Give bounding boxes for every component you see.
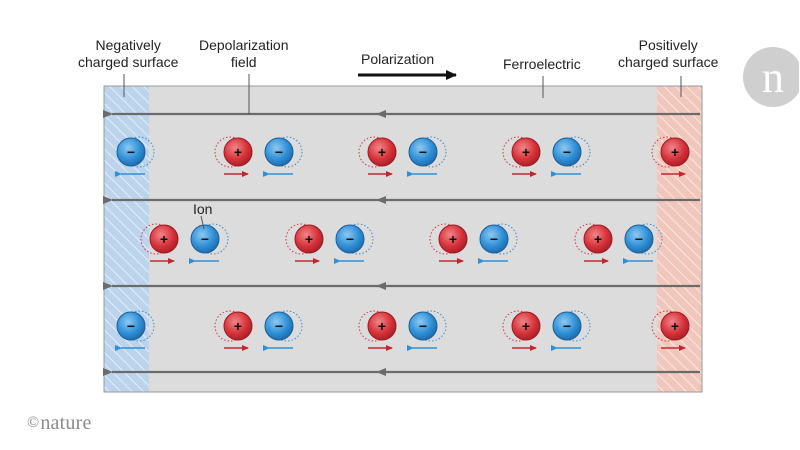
negative-ion-sphere: [552, 137, 582, 167]
negative-ion-sphere: [264, 137, 294, 167]
minus-sign: −: [419, 144, 427, 160]
negative-ion: −: [263, 136, 303, 177]
negative-ion-sphere: [408, 137, 438, 167]
positive-ion-sphere: [367, 311, 397, 341]
plus-sign: +: [234, 144, 242, 160]
plus-sign: +: [522, 144, 530, 160]
plus-sign: +: [234, 318, 242, 334]
positive-ion-sphere: [223, 311, 253, 341]
nature-n-logo-icon: n: [743, 47, 799, 107]
negative-ion: −: [623, 223, 663, 264]
positive-ion: +: [429, 223, 468, 264]
positive-ion: +: [358, 310, 397, 351]
minus-sign: −: [563, 144, 571, 160]
negative-ion: −: [407, 136, 447, 177]
positive-surface-layer: [657, 86, 702, 392]
plus-sign: +: [671, 144, 679, 160]
positive-ion-sphere: [438, 224, 468, 254]
negative-ion-sphere: [116, 311, 146, 341]
plus-sign: +: [378, 144, 386, 160]
plus-sign: +: [160, 231, 168, 247]
negative-ion-sphere: [116, 137, 146, 167]
minus-sign: −: [346, 231, 354, 247]
field-line-mid-arrowhead-icon: [376, 196, 386, 204]
plus-sign: +: [449, 231, 457, 247]
positive-ion-sphere: [660, 137, 690, 167]
positive-ion: +: [651, 136, 690, 177]
ion-leader: [200, 215, 205, 230]
positive-ion-sphere: [660, 311, 690, 341]
minus-sign: −: [275, 144, 283, 160]
positive-ion: +: [358, 136, 397, 177]
positive-ion-sphere: [294, 224, 324, 254]
negative-ion-sphere: [335, 224, 365, 254]
positive-ion-sphere: [149, 224, 179, 254]
negative-ion: −: [478, 223, 518, 264]
negative-ion: −: [189, 223, 229, 264]
minus-sign: −: [127, 318, 135, 334]
positive-ion: +: [214, 310, 253, 351]
negative-ion: −: [407, 310, 447, 351]
ferroelectric-label: Ferroelectric: [503, 56, 581, 72]
field-line-mid-arrowhead-icon: [376, 282, 386, 290]
minus-sign: −: [563, 318, 571, 334]
negative-ion: −: [551, 310, 591, 351]
plus-sign: +: [305, 231, 313, 247]
polarization-label: Polarization: [361, 51, 435, 67]
plus-sign: +: [522, 318, 530, 334]
nature-wordmark: nature: [40, 412, 92, 434]
field-line-mid-arrowhead-icon: [376, 368, 386, 376]
positive-ion-sphere: [367, 137, 397, 167]
minus-sign: −: [127, 144, 135, 160]
positive-ion: +: [285, 223, 324, 264]
negative-ion-sphere: [190, 224, 220, 254]
plus-sign: +: [378, 318, 386, 334]
ion-label: Ion: [193, 201, 213, 217]
plus-sign: +: [594, 231, 602, 247]
positive-ion: +: [502, 136, 541, 177]
copyright-symbol: ©: [27, 414, 40, 431]
positive-ion: +: [140, 223, 179, 264]
positive-ion-sphere: [583, 224, 613, 254]
negative-ion-sphere: [408, 311, 438, 341]
positive-ion: +: [214, 136, 253, 177]
negative-ion-sphere: [624, 224, 654, 254]
negative-ion: −: [551, 136, 591, 177]
negative-ion-sphere: [479, 224, 509, 254]
ion-array: − + − + − + − + − + − + − + − + + − + − + − + −: [115, 136, 690, 351]
depolarization-field-lines: [103, 110, 700, 376]
positive-ion-sphere: [223, 137, 253, 167]
positive-ion: +: [651, 310, 690, 351]
positive-ion-sphere: [511, 311, 541, 341]
positive-ion-sphere: [511, 137, 541, 167]
minus-sign: −: [275, 318, 283, 334]
negative-ion: −: [334, 223, 374, 264]
negative-ion-sphere: [552, 311, 582, 341]
positive-ion: +: [502, 310, 541, 351]
negative-surface-layer: [104, 86, 149, 392]
plus-sign: +: [671, 318, 679, 334]
positive-ion: +: [574, 223, 613, 264]
field-line-mid-arrowhead-icon: [376, 110, 386, 118]
negative-ion: −: [115, 310, 155, 351]
minus-sign: −: [419, 318, 427, 334]
svg-text:n: n: [762, 53, 784, 102]
negative-ion-sphere: [264, 311, 294, 341]
minus-sign: −: [201, 231, 209, 247]
minus-sign: −: [490, 231, 498, 247]
negative-ion: −: [263, 310, 303, 351]
minus-sign: −: [635, 231, 643, 247]
nature-footer-logo: ©nature: [27, 412, 92, 435]
negative-ion: −: [115, 136, 155, 177]
